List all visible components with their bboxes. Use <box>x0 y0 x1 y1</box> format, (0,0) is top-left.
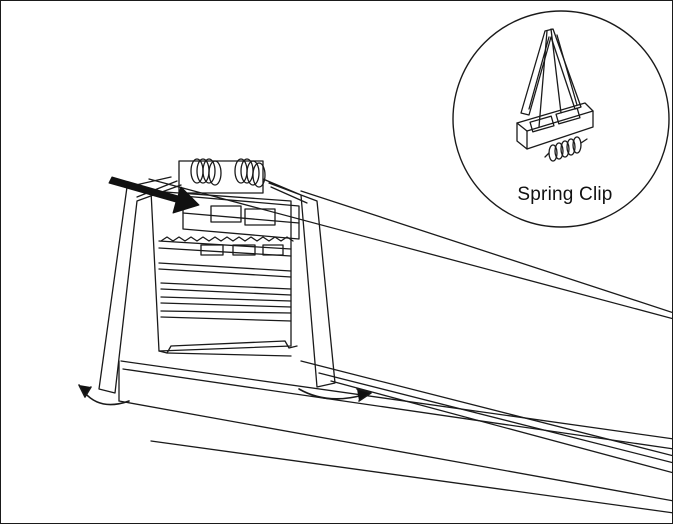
push-arrow <box>108 176 200 214</box>
spring-coil-right <box>234 158 266 188</box>
spring-clip-label: Spring Clip <box>517 184 613 205</box>
spring-clip-installed <box>98 158 336 394</box>
spring-coil-left <box>190 158 222 186</box>
track-extrusion <box>118 178 673 514</box>
detail-callout <box>452 10 670 228</box>
spring-clip-detail-icon <box>516 28 594 162</box>
track-end-profile <box>150 190 298 357</box>
rotate-arrow-right <box>298 388 372 402</box>
rotate-arrow-left <box>78 384 130 406</box>
